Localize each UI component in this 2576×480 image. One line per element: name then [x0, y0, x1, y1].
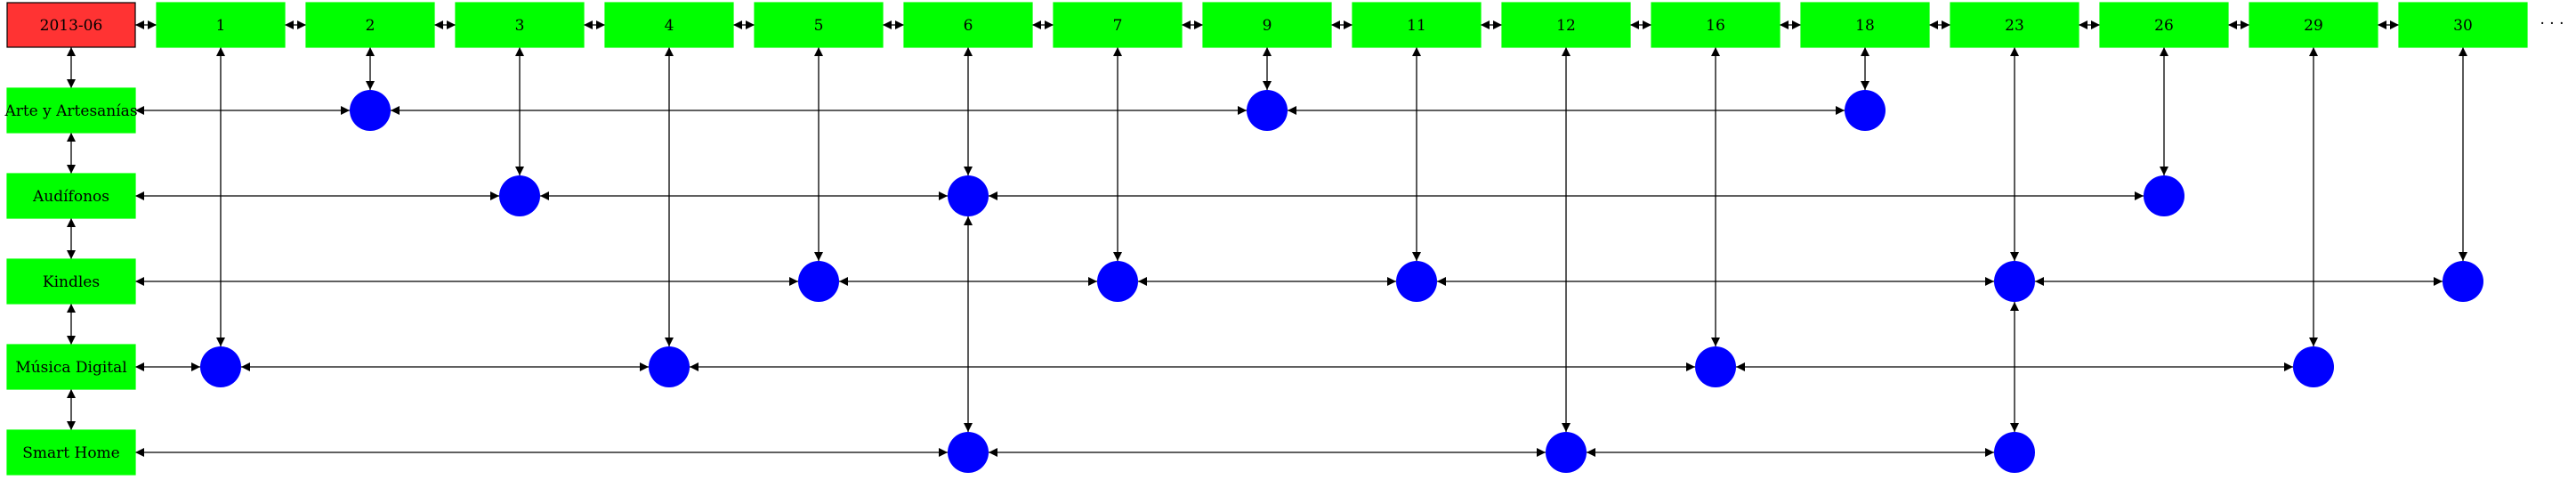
day-node: 29 — [2249, 2, 2378, 48]
category-node-box — [6, 258, 136, 305]
event-dot — [649, 346, 690, 387]
day-node-box — [1501, 2, 1631, 48]
day-node-box — [604, 2, 734, 48]
category-node: Smart Home — [6, 429, 136, 476]
day-node: 7 — [1053, 2, 1183, 48]
day-node-box — [1352, 2, 1482, 48]
day-node-label: 12 — [1556, 17, 1576, 35]
day-node-box — [1800, 2, 1930, 48]
category-node: Audífonos — [6, 173, 136, 219]
trailing-ellipsis: · · · — [2540, 15, 2564, 33]
category-node-label: Arte y Artesanías — [4, 102, 137, 120]
day-node-label: 2 — [366, 17, 375, 35]
period-node-box — [6, 2, 136, 48]
event-dot — [350, 90, 391, 131]
event-dot — [948, 175, 989, 216]
day-node-box — [1053, 2, 1183, 48]
day-node-box — [455, 2, 585, 48]
day-node-label: 1 — [216, 17, 226, 35]
day-node: 16 — [1651, 2, 1781, 48]
day-node: 5 — [754, 2, 884, 48]
day-node-label: 9 — [1263, 17, 1272, 35]
day-node-label: 30 — [2453, 17, 2473, 35]
day-node-label: 5 — [814, 17, 824, 35]
day-node-box — [754, 2, 884, 48]
event-dot — [200, 346, 241, 387]
day-node: 26 — [2099, 2, 2229, 48]
event-dot — [499, 175, 540, 216]
day-node: 1 — [156, 2, 286, 48]
day-node-box — [2249, 2, 2378, 48]
category-node: Música Digital — [6, 344, 136, 390]
day-node-box — [903, 2, 1033, 48]
day-node: 6 — [903, 2, 1033, 48]
event-dot — [1396, 261, 1437, 302]
day-node: 18 — [1800, 2, 1930, 48]
day-node-box — [156, 2, 286, 48]
category-node-label: Kindles — [43, 273, 100, 291]
period-node-label: 2013-06 — [40, 17, 103, 35]
day-node-label: 18 — [1855, 17, 1875, 35]
category-node: Kindles — [6, 258, 136, 305]
event-dot — [948, 432, 989, 473]
event-dot — [2144, 175, 2184, 216]
day-node: 11 — [1352, 2, 1482, 48]
day-node-box — [2398, 2, 2528, 48]
day-node: 9 — [1202, 2, 1332, 48]
day-node-label: 6 — [964, 17, 973, 35]
period-node: 2013-06 — [6, 2, 136, 48]
day-node-box — [1651, 2, 1781, 48]
event-dot — [2293, 346, 2334, 387]
category-node-box — [6, 87, 136, 134]
event-dot — [1695, 346, 1736, 387]
day-node: 4 — [604, 2, 734, 48]
category-node-box — [6, 344, 136, 390]
day-node: 23 — [1950, 2, 2079, 48]
event-dot — [1546, 432, 1587, 473]
day-node-box — [1202, 2, 1332, 48]
day-node-box — [2099, 2, 2229, 48]
day-node-box — [1950, 2, 2079, 48]
event-dot — [1247, 90, 1288, 131]
day-node-box — [305, 2, 435, 48]
day-node: 30 — [2398, 2, 2528, 48]
event-dot — [1097, 261, 1138, 302]
event-dot — [2443, 261, 2483, 302]
event-dot — [798, 261, 839, 302]
category-node-box — [6, 173, 136, 219]
day-node: 12 — [1501, 2, 1631, 48]
category-node-label: Smart Home — [22, 444, 120, 462]
edges-layer — [67, 20, 2467, 457]
category-node: Arte y Artesanías — [4, 87, 138, 134]
day-node-label: 11 — [1407, 17, 1426, 35]
day-node-label: 4 — [665, 17, 674, 35]
category-node-label: Música Digital — [15, 359, 126, 377]
category-node-label: Audífonos — [32, 188, 109, 206]
day-node-label: 23 — [2005, 17, 2024, 35]
category-node-box — [6, 429, 136, 476]
day-node-label: 3 — [515, 17, 525, 35]
day-node: 3 — [455, 2, 585, 48]
event-dot — [1994, 261, 2035, 302]
event-dot — [1845, 90, 1886, 131]
day-node-label: 26 — [2154, 17, 2174, 35]
event-dot — [1994, 432, 2035, 473]
day-node-label: 29 — [2304, 17, 2323, 35]
day-node-label: 16 — [1706, 17, 1725, 35]
day-node-label: 7 — [1113, 17, 1123, 35]
day-node: 2 — [305, 2, 435, 48]
